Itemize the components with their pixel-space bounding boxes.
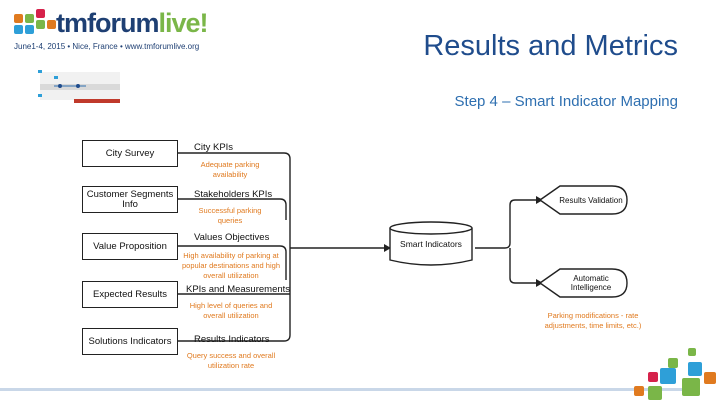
logo-square bbox=[25, 14, 34, 23]
node-results-validation: Results Validation bbox=[559, 196, 623, 205]
decor-square bbox=[704, 372, 716, 384]
note-parking-modifications: Parking modifications - rate adjustments… bbox=[544, 311, 642, 330]
page-title: Results and Metrics bbox=[423, 30, 678, 62]
decor-square bbox=[660, 368, 676, 384]
logo-tagline: June1-4, 2015 • Nice, France • www.tmfor… bbox=[14, 42, 200, 51]
note-high-level-queries: High level of queries and overall utiliz… bbox=[189, 301, 273, 320]
label-results-indicators: Results Indicators bbox=[194, 334, 270, 345]
bottom-bar-decoration bbox=[0, 388, 690, 391]
logo-square bbox=[25, 25, 34, 34]
label-stakeholders-kpis: Stakeholders KPIs bbox=[194, 189, 273, 200]
note-successful-queries: Successful parking queries bbox=[198, 206, 262, 225]
box-value-proposition: Value Proposition bbox=[82, 233, 178, 260]
note-adequate-parking: Adequate parking availability bbox=[200, 160, 260, 179]
logo-square bbox=[36, 9, 45, 18]
note-high-availability: High availability of parking at popular … bbox=[182, 251, 280, 280]
decor-square bbox=[634, 386, 644, 396]
decor-square bbox=[648, 372, 658, 382]
box-solutions-indicators: Solutions Indicators bbox=[82, 328, 178, 355]
decor-square bbox=[668, 358, 678, 368]
box-expected-results: Expected Results bbox=[82, 281, 178, 308]
logo-square bbox=[47, 20, 56, 29]
label-kpis-measurements: KPIs and Measurements bbox=[186, 284, 291, 295]
page-subtitle: Step 4 – Smart Indicator Mapping bbox=[454, 93, 678, 110]
label-city-kpis: City KPIs bbox=[194, 142, 234, 153]
box-customer-segments: Customer Segments Info bbox=[82, 186, 178, 213]
logo-square bbox=[14, 14, 23, 23]
logo-wordmark: tmforumlive! bbox=[56, 8, 209, 38]
smart-indicators-database-icon bbox=[389, 221, 473, 266]
node-automatic-intelligence: Automatic Intelligence bbox=[570, 274, 612, 292]
note-query-success: Query success and overall utilization ra… bbox=[186, 351, 276, 370]
right-nodes-shapes bbox=[538, 185, 628, 298]
box-city-survey: City Survey bbox=[82, 140, 178, 167]
decor-square bbox=[682, 378, 700, 396]
decor-square bbox=[648, 386, 662, 400]
logo-square bbox=[36, 20, 45, 29]
timeline-graphic bbox=[38, 70, 120, 103]
decor-square bbox=[688, 348, 696, 356]
center-label: Smart Indicators bbox=[400, 239, 462, 249]
decor-square bbox=[688, 362, 702, 376]
label-values-objectives: Values Objectives bbox=[194, 232, 270, 243]
logo-square bbox=[14, 25, 23, 34]
